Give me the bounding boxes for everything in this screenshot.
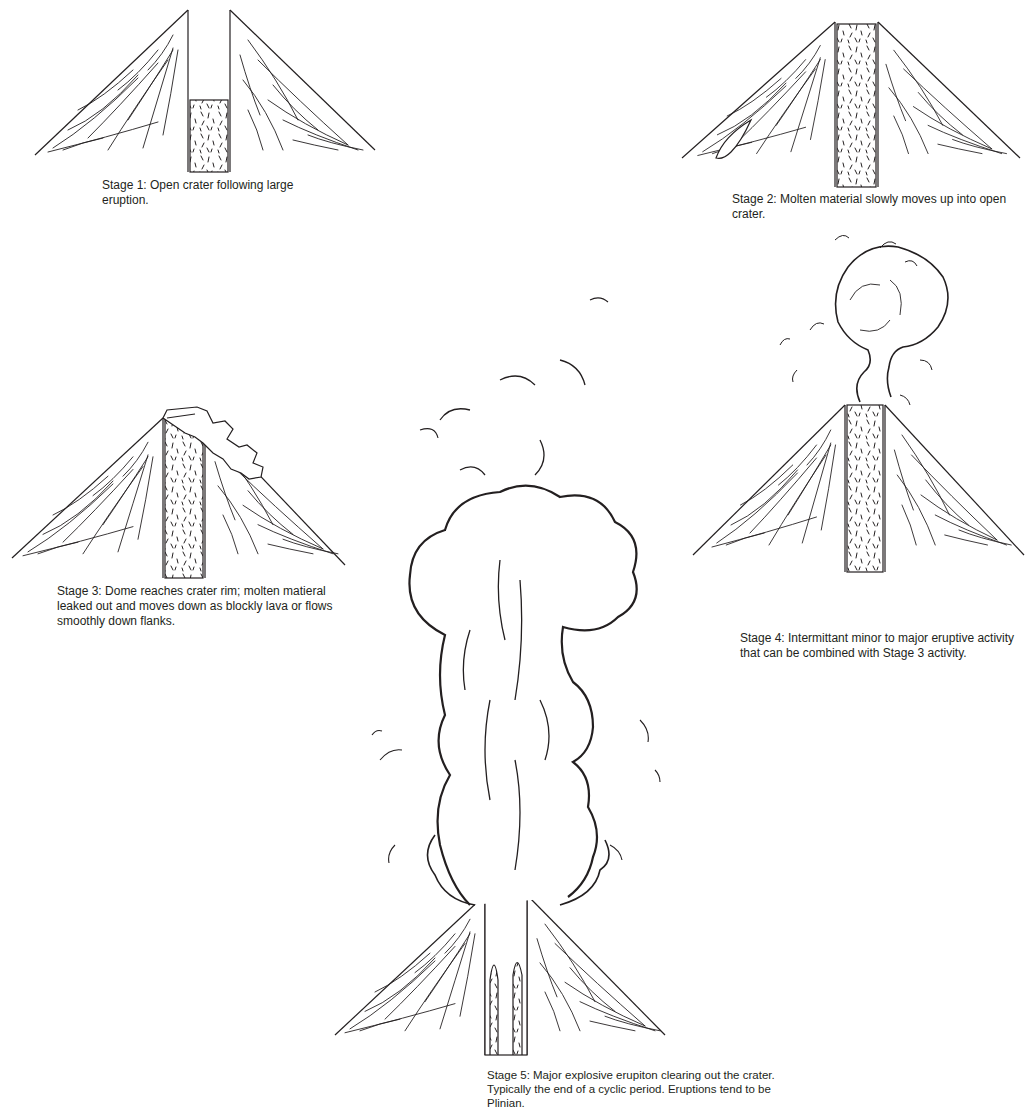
stage-caption: Stage 4: Intermittant minor to major eru… — [738, 630, 1022, 662]
volcano-stage-2 — [682, 22, 1020, 187]
stage-caption: Stage 3: Dome reaches crater rim; molten… — [55, 583, 359, 630]
volcano-stage-5 — [335, 298, 665, 1055]
volcano-stage-4 — [693, 235, 1024, 572]
volcano-stage-3 — [12, 407, 345, 578]
volcano-stage-1 — [35, 10, 375, 172]
stage-caption: Stage 1: Open crater following large eru… — [100, 177, 329, 209]
stage-caption: Stage 5: Major explosive erupiton cleari… — [485, 1067, 779, 1111]
stage-caption: Stage 2: Molten material slowly moves up… — [730, 191, 1014, 223]
